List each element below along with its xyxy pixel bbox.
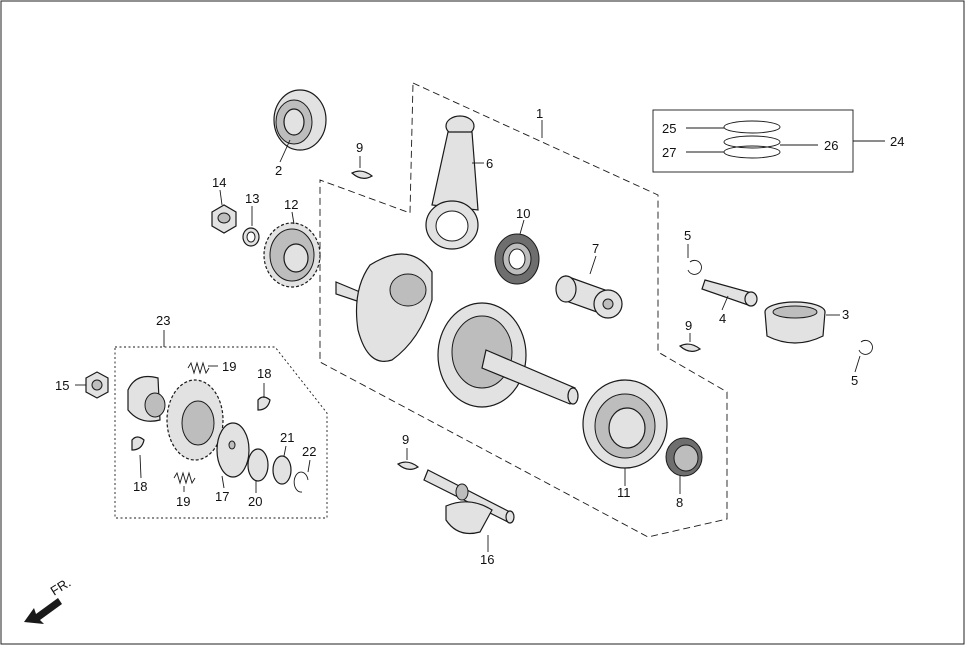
part-label-11: 11 bbox=[617, 485, 631, 500]
part-label-9-middle: 9 bbox=[685, 318, 692, 333]
part-label-7: 7 bbox=[592, 241, 599, 256]
part-label-19-lower: 19 bbox=[176, 494, 190, 509]
crank-pin-part-7 bbox=[555, 275, 623, 319]
part-label-13: 13 bbox=[245, 191, 259, 206]
piston-pin-part-4 bbox=[701, 279, 758, 307]
starter-clutch-part-23 bbox=[127, 375, 224, 461]
key-part-9-upper bbox=[350, 170, 374, 179]
part-number-labels: 1 2 3 4 5 5 6 7 8 9 9 9 10 11 12 13 14 1… bbox=[55, 106, 904, 567]
part-label-12: 12 bbox=[284, 197, 298, 212]
circlip-part-5-upper bbox=[687, 259, 702, 275]
part-label-27: 27 bbox=[662, 145, 676, 160]
circlip-part-22 bbox=[293, 471, 309, 493]
part-label-15: 15 bbox=[55, 378, 69, 393]
left-crank-web bbox=[335, 253, 433, 362]
part-label-16: 16 bbox=[480, 552, 494, 567]
part-label-9-lower: 9 bbox=[402, 432, 409, 447]
part-label-5-lower: 5 bbox=[851, 373, 858, 388]
starter-clutch-group-outline bbox=[114, 346, 328, 519]
roller-part-18-right bbox=[257, 396, 271, 411]
part-label-9-upper: 9 bbox=[356, 140, 363, 155]
nut-part-15 bbox=[85, 371, 109, 399]
part-label-19-upper: 19 bbox=[222, 359, 236, 374]
key-part-9-lower bbox=[396, 461, 420, 470]
spring-part-19-lower bbox=[173, 471, 196, 485]
front-direction-label: FR. bbox=[48, 575, 74, 599]
balancer-shaft-part-16 bbox=[423, 469, 515, 535]
part-label-23: 23 bbox=[156, 313, 170, 328]
part-label-8: 8 bbox=[676, 495, 683, 510]
crankshaft-group-outline bbox=[319, 82, 728, 538]
part-label-20: 20 bbox=[248, 494, 262, 509]
front-direction-arrow bbox=[24, 598, 62, 624]
leader-lines bbox=[75, 120, 885, 552]
piston-rings bbox=[723, 120, 781, 159]
connecting-rod-part-6 bbox=[425, 115, 479, 250]
roller-part-18-left bbox=[131, 436, 145, 451]
part-label-18-right: 18 bbox=[257, 366, 271, 381]
part-label-22: 22 bbox=[302, 444, 316, 459]
part-label-14: 14 bbox=[212, 175, 226, 190]
part-label-1: 1 bbox=[536, 106, 543, 121]
circlip-part-5-lower bbox=[858, 339, 873, 355]
key-part-9-middle bbox=[678, 343, 702, 352]
part-label-18-left: 18 bbox=[133, 479, 147, 494]
gear-part-12 bbox=[263, 222, 321, 288]
part-label-4: 4 bbox=[719, 311, 726, 326]
spring-part-19-upper bbox=[187, 361, 210, 375]
plate-part-17 bbox=[216, 422, 250, 478]
part-label-2: 2 bbox=[275, 163, 282, 178]
part-label-17: 17 bbox=[215, 489, 229, 504]
piston-part-3 bbox=[764, 301, 826, 344]
part-label-5-upper: 5 bbox=[684, 228, 691, 243]
piston-ring-set-box bbox=[652, 109, 854, 173]
part-label-3: 3 bbox=[842, 307, 849, 322]
part-label-25: 25 bbox=[662, 121, 676, 136]
part-label-6: 6 bbox=[486, 156, 493, 171]
bearing-part-8 bbox=[665, 437, 703, 477]
part-label-10: 10 bbox=[516, 206, 530, 221]
washer-part-13 bbox=[242, 227, 260, 247]
washer-part-20 bbox=[247, 448, 269, 482]
part-label-24: 24 bbox=[890, 134, 904, 149]
bearing-part-2 bbox=[273, 89, 327, 151]
ball-bearing-part-11 bbox=[582, 379, 668, 469]
nut-part-14 bbox=[211, 204, 237, 234]
part-label-21: 21 bbox=[280, 430, 294, 445]
needle-bearing-part-10 bbox=[494, 233, 540, 285]
right-crank-web-with-shaft bbox=[437, 302, 579, 408]
part-label-26: 26 bbox=[824, 138, 838, 153]
washer-part-21 bbox=[272, 455, 292, 485]
